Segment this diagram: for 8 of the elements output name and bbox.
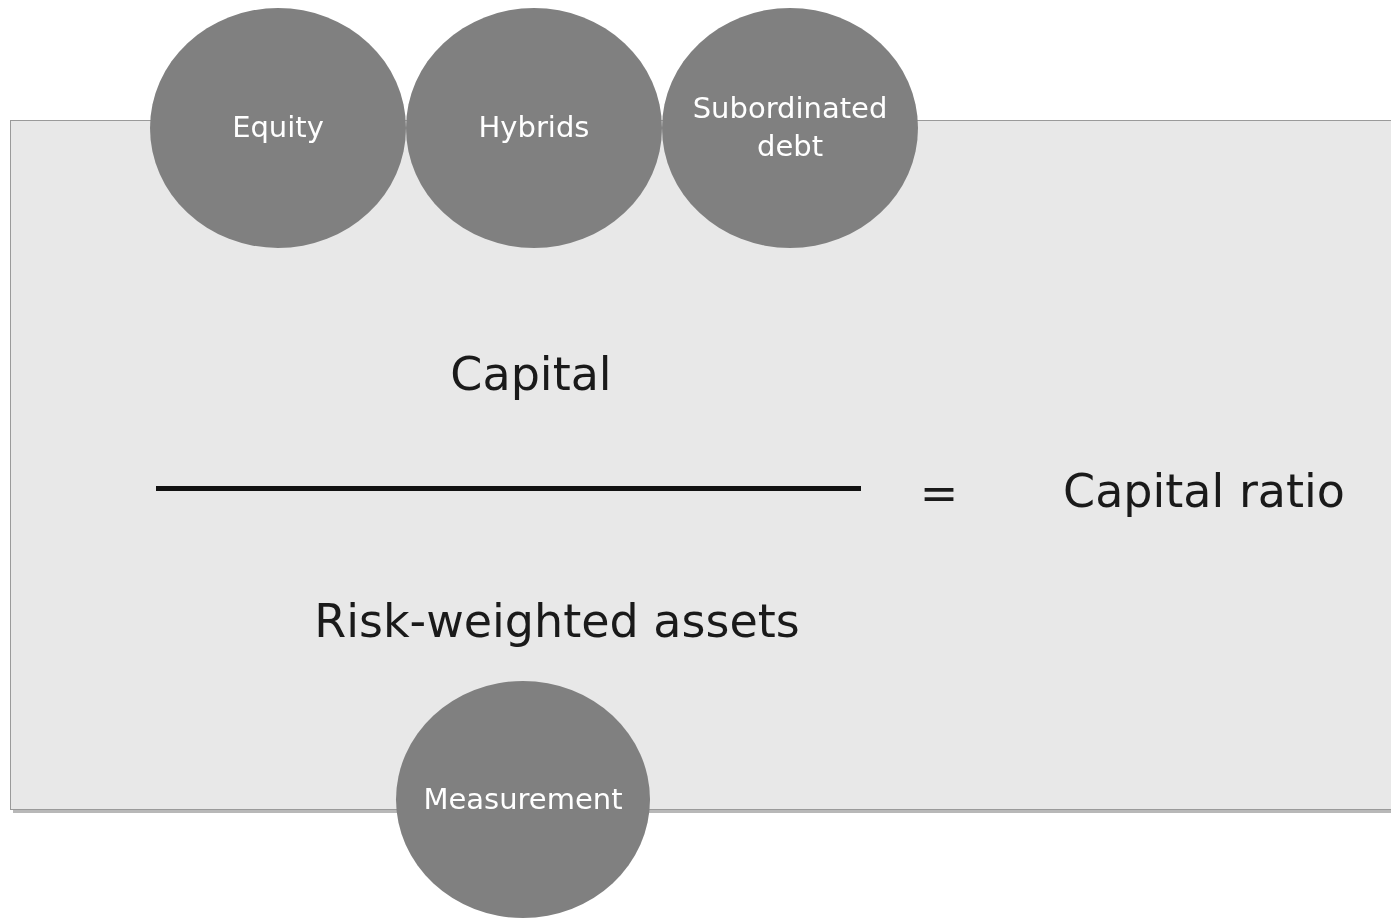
denominator-text: Risk-weighted assets [314, 595, 800, 647]
circle-label: Hybrids [478, 109, 590, 147]
circle-label: Measurement [423, 780, 623, 818]
numerator-text: Capital [450, 348, 612, 400]
result-text: Capital ratio [1063, 465, 1345, 517]
circle-label: Equity [232, 109, 324, 147]
circle-label: Subordinated debt [691, 90, 889, 165]
equals-sign: = [919, 467, 959, 519]
